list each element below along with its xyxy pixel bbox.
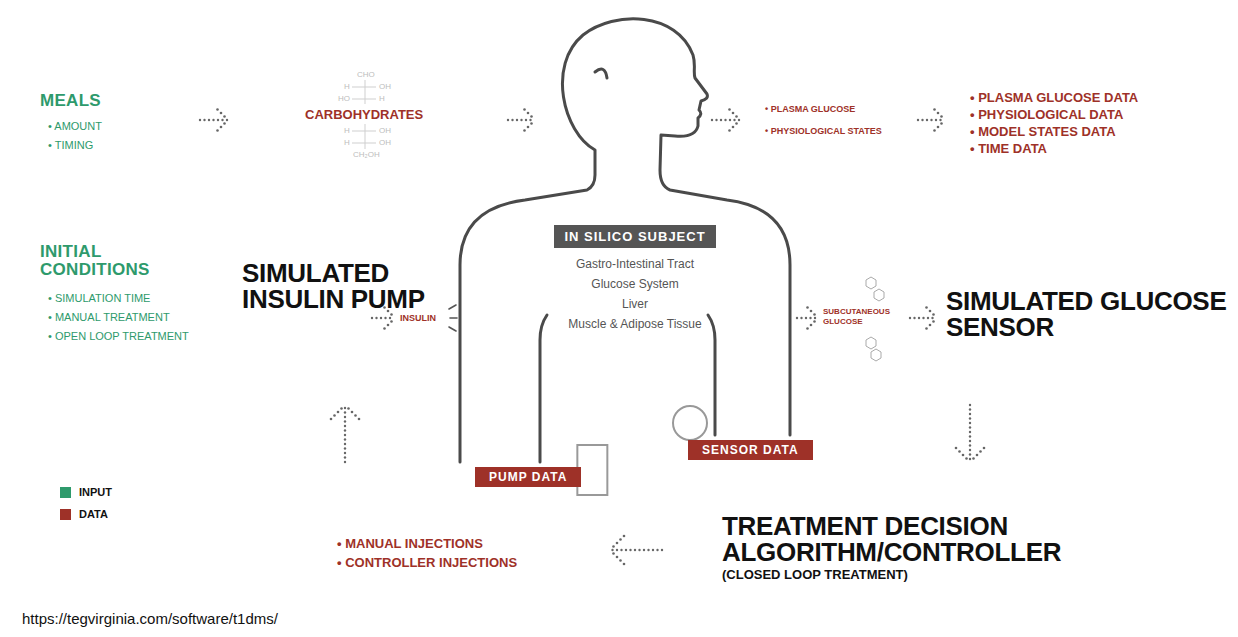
input-item: • SIMULATION TIME xyxy=(48,292,150,305)
organ-label: Glucose System xyxy=(591,278,678,292)
sensor-icon xyxy=(673,406,707,440)
tag-box: PUMP DATA xyxy=(475,467,581,487)
pump-icon xyxy=(577,445,607,495)
legend-swatch xyxy=(60,487,71,498)
tag-text: PUMP DATA xyxy=(489,470,567,484)
flow-label: • PHYSIOLOGICAL STATES xyxy=(765,126,882,136)
formula-atom: OH xyxy=(379,126,391,135)
input-item: • OPEN LOOP TREATMENT xyxy=(48,330,189,343)
legend-swatch xyxy=(60,509,71,520)
subtitle: (CLOSED LOOP TREATMENT) xyxy=(722,568,908,583)
formula-atom: OH xyxy=(379,82,391,91)
tag-box: SENSOR DATA xyxy=(688,440,813,460)
organ-label: Gastro-Intestinal Tract xyxy=(576,258,694,272)
data-item: • MODEL STATES DATA xyxy=(970,125,1116,140)
flow-label: INSULIN xyxy=(400,313,436,323)
formula-atom: H xyxy=(379,94,385,103)
data-item: • MANUAL INJECTIONS xyxy=(337,537,483,552)
component-title: SIMULATED INSULIN PUMP xyxy=(242,260,432,312)
dotted-arrows xyxy=(199,108,986,565)
component-title: TREATMENT DECISION ALGORITHM/CONTROLLER xyxy=(722,513,1152,565)
flow-label: • PLASMA GLUCOSE xyxy=(765,104,855,114)
formula-atom: H xyxy=(344,126,350,135)
formula-atom: OH xyxy=(379,138,391,147)
flow-label: SUBCUTANEOUS GLUCOSE xyxy=(823,307,903,327)
input-item: • AMOUNT xyxy=(48,120,102,133)
data-item: • CONTROLLER INJECTIONS xyxy=(337,556,517,571)
data-item: CARBOHYDRATES xyxy=(305,108,423,123)
tag-box: IN SILICO SUBJECT xyxy=(554,225,715,248)
input-heading: INITIAL CONDITIONS xyxy=(40,243,160,279)
formula-atom: HO xyxy=(338,94,350,103)
data-item: • TIME DATA xyxy=(970,142,1047,157)
legend-text: INPUT xyxy=(79,486,112,499)
tag-text: SENSOR DATA xyxy=(702,443,799,457)
input-item: • MANUAL TREATMENT xyxy=(48,311,170,324)
formula-atom: H xyxy=(344,138,350,147)
formula-atom: CHO xyxy=(357,70,375,79)
organ-label: Muscle & Adipose Tissue xyxy=(568,318,701,332)
data-item: • PLASMA GLUCOSE DATA xyxy=(970,91,1138,106)
legend-text: DATA xyxy=(79,508,108,521)
glucose-molecules xyxy=(866,277,884,361)
input-item: • TIMING xyxy=(48,139,93,152)
data-item: • PHYSIOLOGICAL DATA xyxy=(970,108,1123,123)
human-outline xyxy=(455,10,795,495)
component-title: SIMULATED GLUCOSE SENSOR xyxy=(946,288,1231,340)
input-heading: MEALS xyxy=(40,92,101,110)
organ-label: Liver xyxy=(622,298,648,312)
formula-atom: CH₂OH xyxy=(353,150,380,159)
subject-silhouette: Gastro-Intestinal TractGlucose SystemLiv… xyxy=(455,10,795,495)
source-url: https://tegvirginia.com/software/t1dms/ xyxy=(22,610,278,627)
formula-atom: H xyxy=(344,82,350,91)
tag-text: IN SILICO SUBJECT xyxy=(564,229,705,244)
insulin-sparkle xyxy=(449,305,457,331)
